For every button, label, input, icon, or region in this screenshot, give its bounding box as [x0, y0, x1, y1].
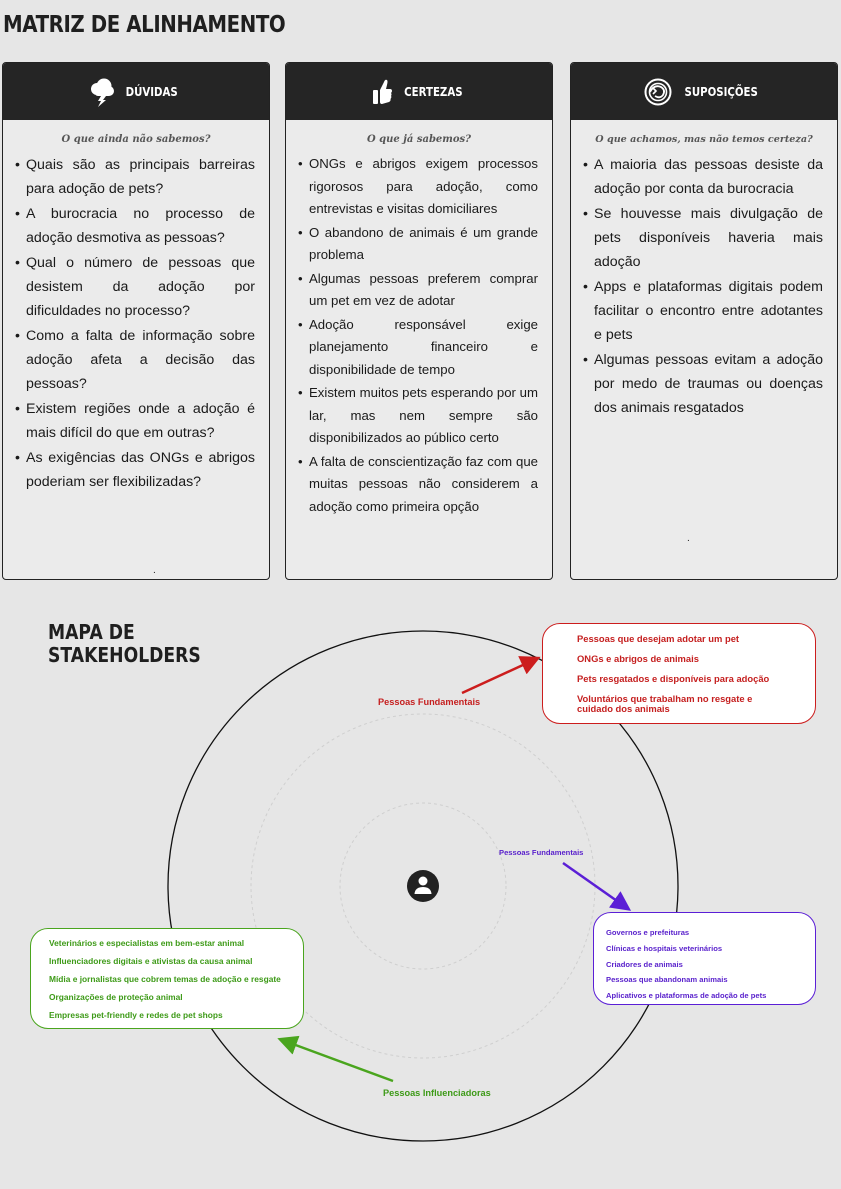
list-item: Se houvesse mais divulgação de pets disp…	[583, 202, 823, 274]
thumbs-up-icon	[371, 78, 393, 106]
card-header: DÚVIDAS	[3, 63, 269, 120]
inner-ring	[339, 802, 507, 970]
stray-dot: .	[153, 565, 156, 576]
card-list: A maioria das pessoas desiste da adoção …	[571, 153, 837, 420]
list-item: Mídia e jornalistas que cobrem temas de …	[49, 974, 281, 984]
list-item: Existem regiões onde a adoção é mais dif…	[15, 397, 255, 445]
list-item: Algumas pessoas preferem comprar um pet …	[298, 268, 538, 313]
card-list: Quais são as principais barreiras para a…	[3, 153, 269, 494]
card-duvidas: DÚVIDAS O que ainda não sabemos? Quais s…	[2, 62, 270, 580]
list-item: ONGs e abrigos exigem processos rigoroso…	[298, 153, 538, 221]
page-title: MATRIZ DE ALINHAMENTO	[3, 12, 286, 38]
list-item: Qual o número de pessoas que desistem da…	[15, 251, 255, 323]
stakeholder-diagram	[167, 630, 679, 1142]
list-item: Adoção responsável exige planejamento fi…	[298, 314, 538, 382]
list-item: Clínicas e hospitais veterinários	[606, 943, 723, 953]
list-item: Apps e plataformas digitais podem facili…	[583, 275, 823, 347]
storm-cloud-icon	[89, 77, 115, 107]
outer-ring	[167, 630, 679, 1142]
card-label: DÚVIDAS	[125, 84, 179, 99]
card-list: ONGs e abrigos exigem processos rigoroso…	[286, 153, 552, 518]
list-item: As exigências das ONGs e abrigos poderia…	[15, 446, 255, 494]
list-item: Pets resgatados e disponíveis para adoçã…	[577, 673, 770, 684]
user-icon	[407, 870, 439, 902]
swirl-circle-icon	[644, 78, 672, 106]
list-item: Existem muitos pets esperando por um lar…	[298, 382, 538, 450]
stakeholder-box-purple: Governos e prefeituras Clínicas e hospit…	[593, 912, 816, 1005]
card-header: CERTEZAS	[286, 63, 552, 120]
list-item: Governos e prefeituras	[606, 928, 690, 937]
map-title-line: MAPA DE	[48, 620, 135, 644]
map-title: MAPA DE STAKEHOLDERS	[48, 621, 201, 667]
list-item: Organizações de proteção animal	[49, 992, 183, 1002]
list-item: A falta de conscientização faz com que m…	[298, 451, 538, 519]
list-item: Quais são as principais barreiras para a…	[15, 153, 255, 201]
list-item: cuidado dos animais	[577, 703, 670, 714]
list-item: A maioria das pessoas desiste da adoção …	[583, 153, 823, 201]
group-label-red: Pessoas Fundamentais	[378, 697, 481, 707]
arrow-green	[277, 1035, 394, 1083]
list-item: Aplicativos e plataformas de adoção de p…	[606, 991, 767, 1001]
card-suposicoes: SUPOSIÇÕES O que achamos, mas não temos …	[570, 62, 838, 580]
map-title-line: STAKEHOLDERS	[48, 643, 201, 667]
card-certezas: CERTEZAS O que já sabemos? ONGs e abrigo…	[285, 62, 553, 580]
arrow-red	[461, 656, 541, 695]
stakeholder-box-red: Pessoas que desejam adotar um pet ONGs e…	[542, 623, 816, 724]
card-header: SUPOSIÇÕES	[571, 63, 837, 120]
card-label: SUPOSIÇÕES	[684, 84, 758, 99]
card-subtitle: O que achamos, mas não temos certeza?	[595, 134, 813, 145]
card-subtitle: O que ainda não sabemos?	[61, 134, 211, 145]
list-item: Criadores de animais	[606, 959, 683, 969]
list-item: Pessoas que abandonam animais	[606, 975, 728, 985]
card-subtitle: O que já sabemos?	[366, 134, 472, 145]
list-item: Influenciadores digitais e ativistas da …	[49, 956, 253, 966]
list-item: Voluntários que trabalham no resgate e	[577, 693, 753, 704]
group-label-purple: Pessoas Fundamentais	[499, 848, 584, 857]
list-item: Como a falta de informação sobre adoção …	[15, 324, 255, 396]
stray-dot: .	[687, 533, 690, 544]
list-item: Pessoas que desejam adotar um pet	[577, 633, 740, 644]
list-item: Veterinários e especialistas em bem-esta…	[49, 938, 245, 948]
card-label: CERTEZAS	[403, 84, 463, 99]
list-item: Empresas pet-friendly e redes de pet sho…	[49, 1010, 223, 1020]
group-label-green: Pessoas Influenciadoras	[383, 1088, 491, 1098]
stakeholder-box-green: Veterinários e especialistas em bem-esta…	[30, 928, 304, 1029]
arrow-purple	[562, 861, 632, 911]
list-item: Algumas pessoas evitam a adoção por medo…	[583, 348, 823, 420]
list-item: O abandono de animais é um grande proble…	[298, 222, 538, 267]
list-item: A burocracia no processo de adoção desmo…	[15, 202, 255, 250]
list-item: ONGs e abrigos de animais	[577, 653, 699, 664]
